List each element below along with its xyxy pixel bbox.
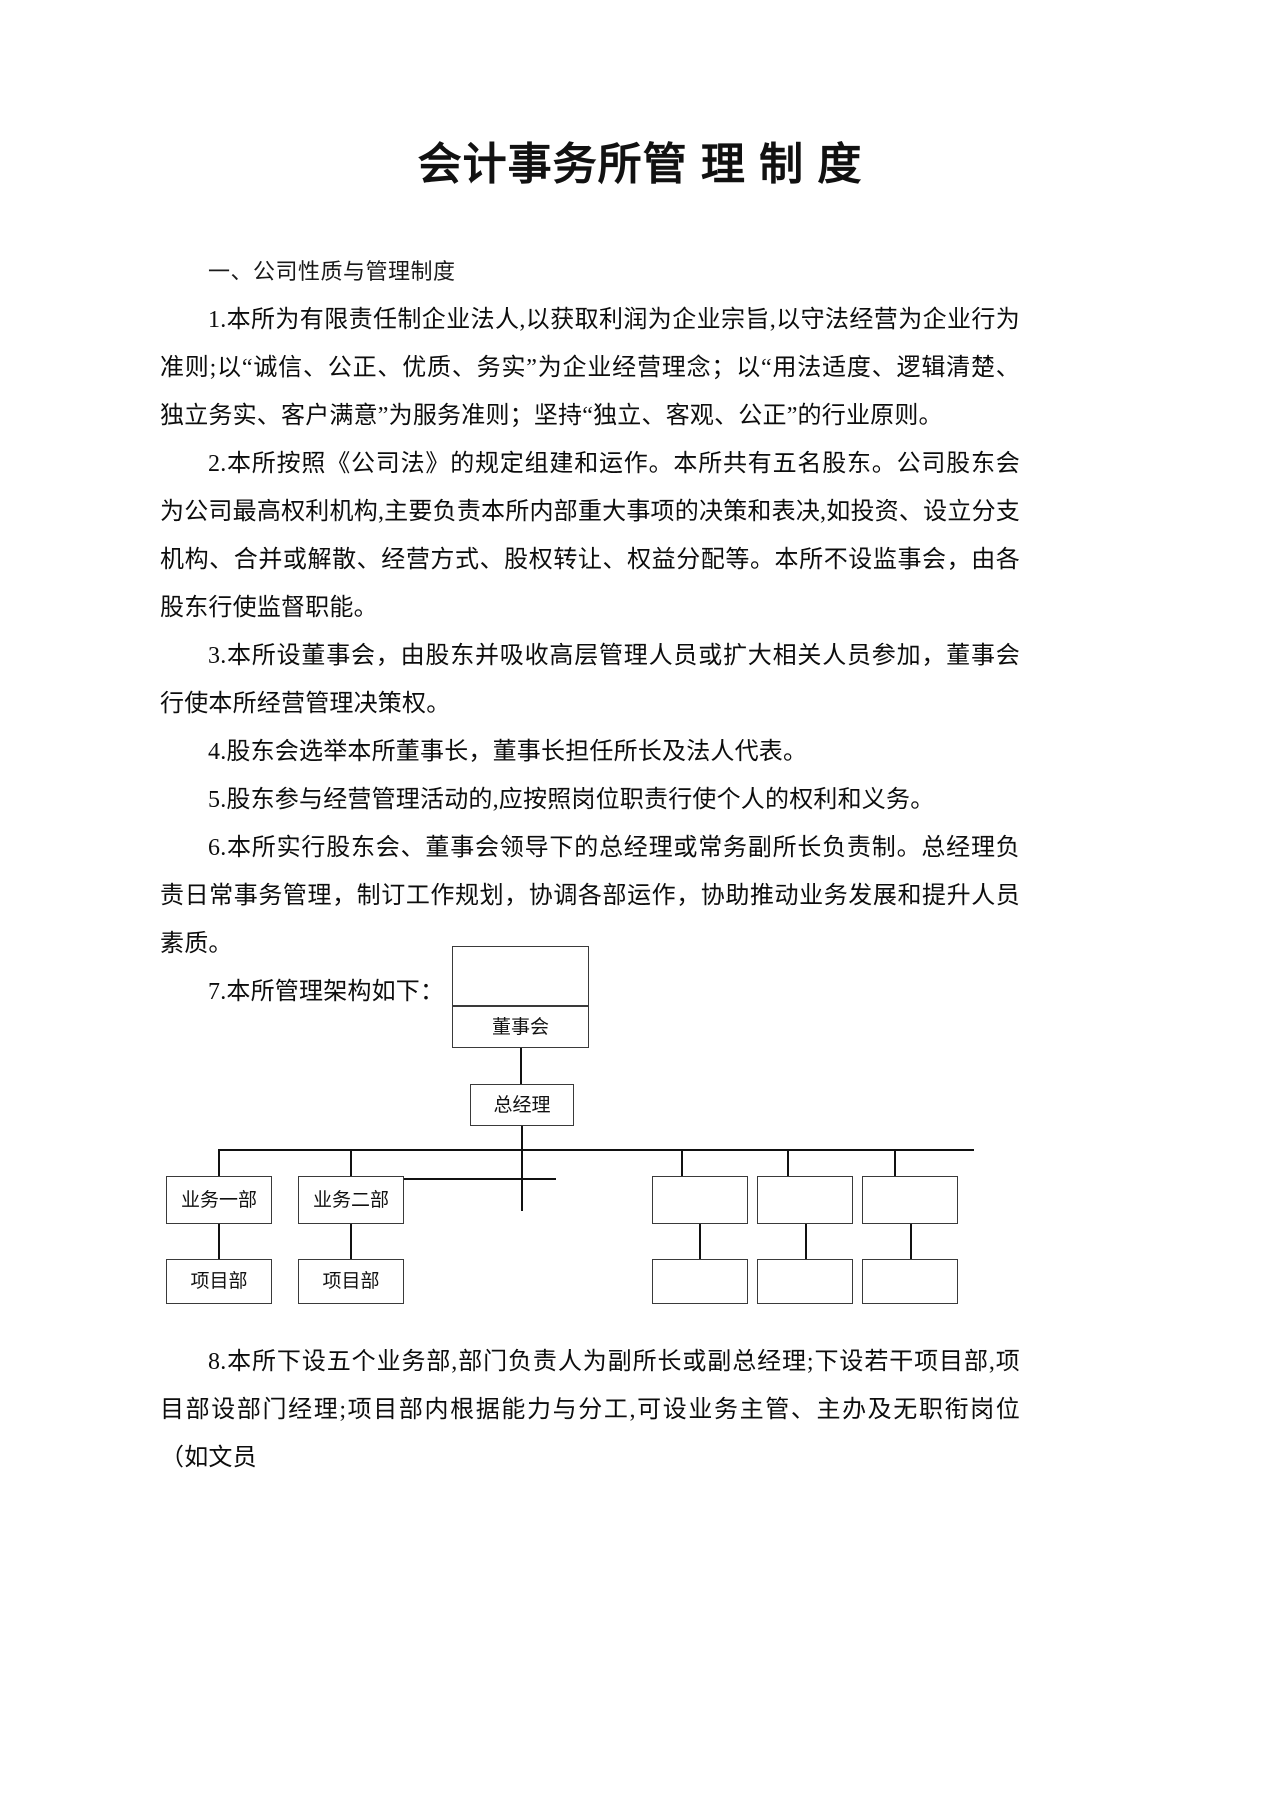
paragraph-2: 2.本所按照《公司法》的规定组建和运作。本所共有五名股东。公司股东会为公司最高权… <box>160 451 1020 621</box>
page-title: 会计事务所管 理 制 度 <box>417 140 863 189</box>
org-box-project-3 <box>652 1259 748 1304</box>
org-box-board-top <box>452 946 589 1006</box>
paragraph-8: 8.本所下设五个业务部,部门负责人为副所长或副总经理;下设若干项目部,项目部设部… <box>160 1349 1020 1471</box>
connector-drop-dept-4 <box>787 1149 789 1177</box>
connector-center-stub <box>521 1149 523 1211</box>
paragraph-4: 4.股东会选举本所董事长，董事长担任所长及法人代表。 <box>208 739 808 765</box>
document-body: 一、公司性质与管理制度 1.本所为有限责任制企业法人,以获取利润为企业宗旨,以守… <box>160 248 1020 1016</box>
connector-dept5-to-project <box>910 1224 912 1260</box>
connector-drop-dept-3 <box>681 1149 683 1177</box>
connector-drop-dept-2 <box>350 1149 352 1177</box>
document-body-continued: 8.本所下设五个业务部,部门负责人为副所长或副总经理;下设若干项目部,项目部设部… <box>160 1338 1020 1482</box>
org-box-board: 董事会 <box>452 1006 589 1048</box>
paragraph-7: 7.本所管理架构如下： <box>208 979 445 1005</box>
connector-dept1-to-project <box>218 1224 220 1260</box>
connector-gm-down <box>521 1126 523 1150</box>
paragraph-5: 5.股东参与经营管理活动的,应按照岗位职责行使个人的权利和义务。 <box>208 787 935 813</box>
connector-dept3-to-project <box>699 1224 701 1260</box>
connector-dept2-to-project <box>350 1224 352 1260</box>
org-box-department-2: 业务二部 <box>298 1176 404 1224</box>
connector-board-to-gm <box>520 1048 522 1094</box>
paragraph-6: 6.本所实行股东会、董事会领导下的总经理或常务副所长负责制。总经理负责日常事务管… <box>160 835 1020 957</box>
org-box-project-1: 项目部 <box>166 1259 272 1304</box>
connector-drop-dept-1 <box>218 1149 220 1177</box>
connector-department-bus <box>218 1149 974 1151</box>
org-box-department-4 <box>757 1176 853 1224</box>
organization-chart: 董事会 总经理 业务一部 业务二部 项目部 项目部 <box>150 938 1050 1328</box>
connector-drop-dept-5 <box>894 1149 896 1177</box>
section-heading: 一、公司性质与管理制度 <box>208 259 456 284</box>
paragraph-1: 1.本所为有限责任制企业法人,以获取利润为企业宗旨,以守法经营为企业行为准则;以… <box>160 307 1020 429</box>
connector-middle-cross <box>376 1178 556 1180</box>
org-box-department-1: 业务一部 <box>166 1176 272 1224</box>
connector-dept4-to-project <box>805 1224 807 1260</box>
org-box-general-manager: 总经理 <box>470 1084 574 1126</box>
org-box-project-4 <box>757 1259 853 1304</box>
org-box-project-5 <box>862 1259 958 1304</box>
paragraph-3: 3.本所设董事会，由股东并吸收高层管理人员或扩大相关人员参加，董事会行使本所经营… <box>160 643 1020 717</box>
org-box-project-2: 项目部 <box>298 1259 404 1304</box>
org-box-department-3 <box>652 1176 748 1224</box>
org-box-department-5 <box>862 1176 958 1224</box>
